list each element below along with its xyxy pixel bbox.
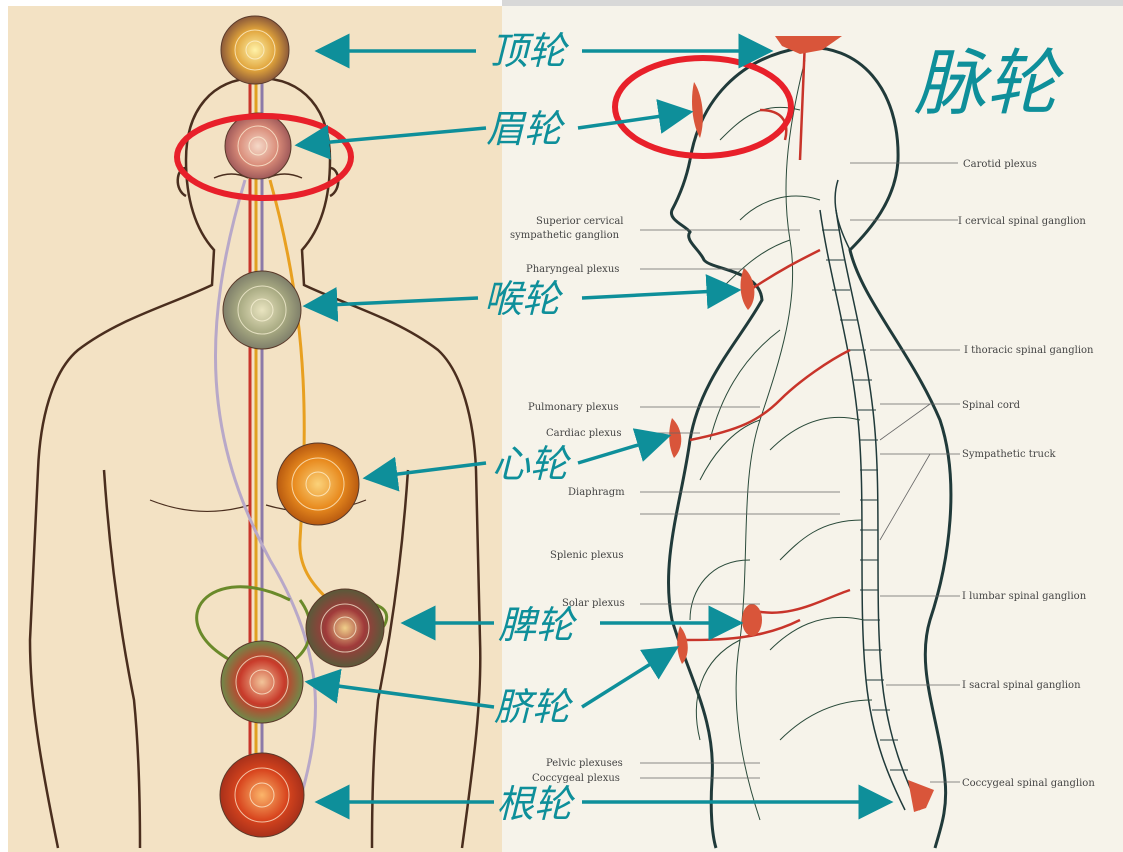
- anatomy-label: Solar plexus: [562, 598, 625, 609]
- label-throat: 喉轮: [484, 277, 564, 321]
- label-brow: 眉轮: [486, 107, 566, 151]
- throat-arrow-right: [582, 290, 738, 298]
- navel-chakra-disc: [221, 641, 303, 723]
- anatomy-label: Splenic plexus: [550, 550, 624, 561]
- throat-chakra-disc: [223, 271, 301, 349]
- heart-arrow-left: [366, 463, 486, 478]
- label-spleen: 脾轮: [498, 603, 578, 647]
- throat-arrow-left: [306, 298, 478, 306]
- label-navel: 脐轮: [494, 685, 574, 729]
- label-crown: 顶轮: [490, 29, 570, 73]
- anatomy-label: Diaphragm: [568, 487, 625, 498]
- brow-highlight-right: [615, 58, 791, 156]
- anatomy-label: Coccygeal plexus: [532, 773, 620, 784]
- navel-arrow-right: [582, 648, 676, 707]
- anatomy-label: sympathetic ganglion: [510, 230, 620, 241]
- navel-arrow-left: [308, 682, 494, 707]
- anatomy-label: Pulmonary plexus: [528, 402, 619, 413]
- nerve-highlights: [680, 40, 850, 640]
- anatomy-label: Carotid plexus: [963, 159, 1037, 170]
- nerve-network: [690, 60, 872, 820]
- anatomy-label: I thoracic spinal ganglion: [964, 345, 1094, 356]
- heart-arrow-right: [578, 436, 668, 463]
- anatomy-label: I lumbar spinal ganglion: [962, 591, 1087, 602]
- anatomy-label: Pharyngeal plexus: [526, 264, 619, 275]
- brow-plexus-marker: [692, 82, 703, 138]
- anatomy-body-outline: [668, 47, 950, 848]
- anatomy-label: Spinal cord: [962, 400, 1021, 411]
- anatomy-label: Sympathetic truck: [962, 449, 1057, 460]
- root-plexus-marker: [908, 780, 934, 812]
- anatomy-label: I cervical spinal ganglion: [958, 216, 1086, 227]
- anatomy-label: Coccygeal spinal ganglion: [962, 778, 1095, 789]
- organ-markers: [669, 36, 934, 812]
- anatomy-leader-lines: [640, 163, 960, 782]
- anatomy-label: Cardiac plexus: [546, 428, 621, 439]
- brow-chakra-disc: [225, 113, 291, 179]
- label-root: 根轮: [496, 782, 576, 826]
- anatomy-label: Superior cervical: [536, 216, 623, 227]
- brow-arrow-right: [578, 112, 690, 128]
- figure-title: 脉轮: [914, 41, 1064, 125]
- throat-plexus-marker: [741, 268, 755, 310]
- anatomy-label: I sacral spinal ganglion: [962, 680, 1081, 691]
- heart-plexus-marker: [669, 418, 681, 458]
- spleen-plexus-marker: [742, 604, 762, 636]
- anatomy-label: Pelvic plexuses: [546, 758, 623, 769]
- heart-chakra-disc: [277, 443, 359, 525]
- crown-chakra-disc: [221, 16, 289, 84]
- root-chakra-disc: [220, 753, 304, 837]
- anatomy-labels: Carotid plexus I cervical spinal ganglio…: [510, 159, 1095, 789]
- label-heart: 心轮: [492, 442, 572, 486]
- spleen-chakra-disc: [306, 589, 384, 667]
